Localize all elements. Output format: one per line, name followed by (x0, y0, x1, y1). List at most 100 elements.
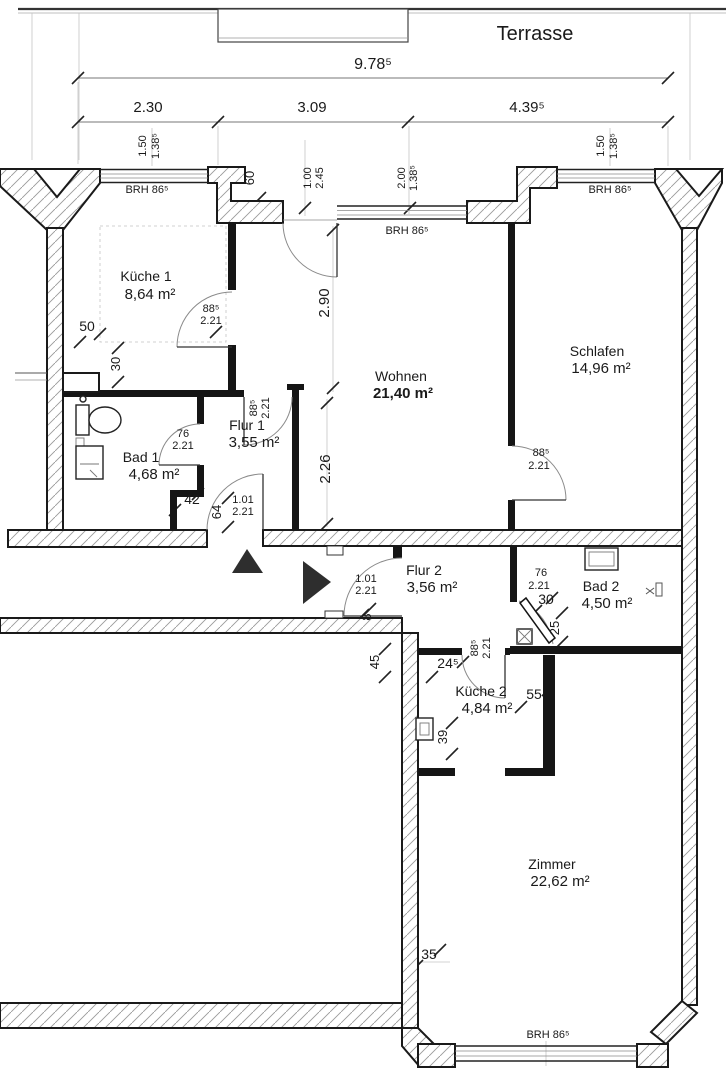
doorstep-upper (326, 545, 344, 556)
door-kueche2-h: 2.21 (481, 637, 493, 658)
door-entry-flur1 (206, 473, 264, 531)
dim-55: 55 (526, 686, 542, 702)
door-entry-flur2 (343, 557, 403, 617)
door-schlafen-h: 2.21 (528, 460, 549, 472)
room-bad1-area: 4,68 m² (129, 466, 180, 483)
door-bad1-h: 2.21 (172, 440, 193, 452)
door-flur1 (243, 396, 293, 446)
entrance-arrow-flur2 (303, 561, 331, 604)
door-kueche2 (461, 654, 506, 699)
sink-bad1 (75, 445, 104, 480)
windows (100, 168, 655, 1062)
dim-45: 45 (367, 655, 382, 669)
door-entry2-w: 1.01 (355, 573, 376, 585)
east-chamfer-wall (649, 999, 699, 1046)
door-schlafen-w: 88⁵ (533, 447, 550, 459)
dim-window-right-w: 1.50 (595, 135, 607, 156)
door-kueche1 (176, 291, 233, 348)
dim-seg3: 4.39⁵ (509, 99, 544, 116)
door-bad2-w: 76 (535, 567, 547, 579)
dim-window-left-w: 1.50 (137, 135, 149, 156)
dim-245: 24⁵ (437, 655, 458, 671)
south-west-wall (0, 1002, 403, 1029)
room-bad2-name: Bad 2 (583, 578, 620, 594)
north-pier-left (207, 166, 284, 224)
door-bad1 (158, 423, 201, 466)
dimension-lines (71, 71, 675, 1066)
door-entry1-h: 2.21 (232, 506, 253, 518)
dim-25: 25 (547, 621, 562, 635)
room-wohnen-name: Wohnen (375, 368, 427, 384)
dim-pier: 60 (242, 171, 257, 185)
room-kueche2-name: Küche 2 (455, 683, 507, 699)
room-zimmer-area: 22,62 m² (530, 873, 589, 890)
room-flur1-name: Flur 1 (229, 417, 265, 433)
dim-30b: 30 (538, 591, 554, 607)
shower-bad2 (516, 628, 533, 645)
dim-42: 42 (184, 491, 200, 507)
door-bad2-corner (518, 596, 557, 645)
entrance-triangles (232, 549, 331, 604)
dim-terrace-door-h: 2.45 (314, 167, 326, 188)
doorstep-lower (324, 610, 344, 619)
room-schlafen-name: Schlafen (570, 343, 624, 359)
dim-terrace-door-w: 1.00 (302, 167, 314, 188)
dim-64: 64 (209, 505, 224, 519)
shaft-niche (62, 372, 100, 393)
door-schlafen (511, 445, 567, 501)
stairwell-wall (401, 632, 419, 1029)
terrace-planter (217, 8, 409, 43)
door-kueche1-w: 88⁵ (203, 303, 220, 315)
sink-bad2 (584, 547, 619, 571)
door-terrace (282, 222, 338, 278)
landing-wall-right (262, 529, 683, 547)
landing-wall-lower (0, 617, 403, 634)
dim-8: 8 (359, 613, 374, 620)
toilet-bad1 (75, 395, 122, 447)
fixtures (75, 395, 663, 741)
dim-flur1-height: 2.26 (317, 454, 334, 483)
south-pier-right (636, 1043, 669, 1068)
window-wohnen (283, 205, 467, 221)
dim-35: 35 (421, 946, 437, 962)
door-bad2-h: 2.21 (528, 580, 549, 592)
doors (158, 222, 567, 699)
labels: Terrasse 9.78⁵ 2.30 3.09 4.39⁵ 1.50 1.38… (79, 23, 632, 1041)
dim-seg2: 3.09 (297, 99, 326, 116)
room-zimmer-name: Zimmer (528, 856, 576, 872)
window-zimmer (455, 1045, 637, 1062)
room-kueche1-area: 8,64 m² (125, 286, 176, 303)
interior-walls (15, 222, 682, 776)
room-flur2-name: Flur 2 (406, 562, 442, 578)
room-flur2-area: 3,56 m² (407, 579, 458, 596)
terrace-label: Terrasse (497, 23, 574, 45)
dim-window-left-h: 1.38⁵ (150, 133, 162, 159)
entrance-arrow-flur1 (232, 549, 263, 573)
chimney-kueche2 (415, 717, 434, 741)
dim-50: 50 (79, 318, 95, 334)
door-entry2-h: 2.21 (355, 585, 376, 597)
brh-label-bottom: BRH 86⁵ (526, 1029, 569, 1041)
dimension-ticks (71, 71, 675, 973)
room-schlafen-area: 14,96 m² (571, 360, 630, 377)
room-kueche1-name: Küche 1 (120, 268, 172, 284)
brh-label-top-center: BRH 86⁵ (385, 225, 428, 237)
window-schlafen (557, 168, 655, 184)
exterior-walls (0, 166, 725, 1068)
terrace (18, 7, 726, 160)
room-kueche2-area: 4,84 m² (462, 700, 513, 717)
south-pier-left (417, 1043, 456, 1068)
dim-window-right-h: 1.38⁵ (608, 133, 620, 159)
dim-30: 30 (108, 357, 123, 371)
room-wohnen-area: 21,40 m² (373, 385, 433, 402)
window-kueche1 (100, 168, 208, 184)
room-bad2-area: 4,50 m² (582, 595, 633, 612)
room-flur1-area: 3,55 m² (229, 434, 280, 451)
dim-total-width: 9.78⁵ (354, 56, 392, 73)
landing-wall-left (7, 529, 208, 548)
dim-seg1: 2.30 (133, 99, 162, 116)
dim-terrace-window-w: 2.00 (396, 167, 408, 188)
dim-39: 39 (435, 730, 450, 744)
